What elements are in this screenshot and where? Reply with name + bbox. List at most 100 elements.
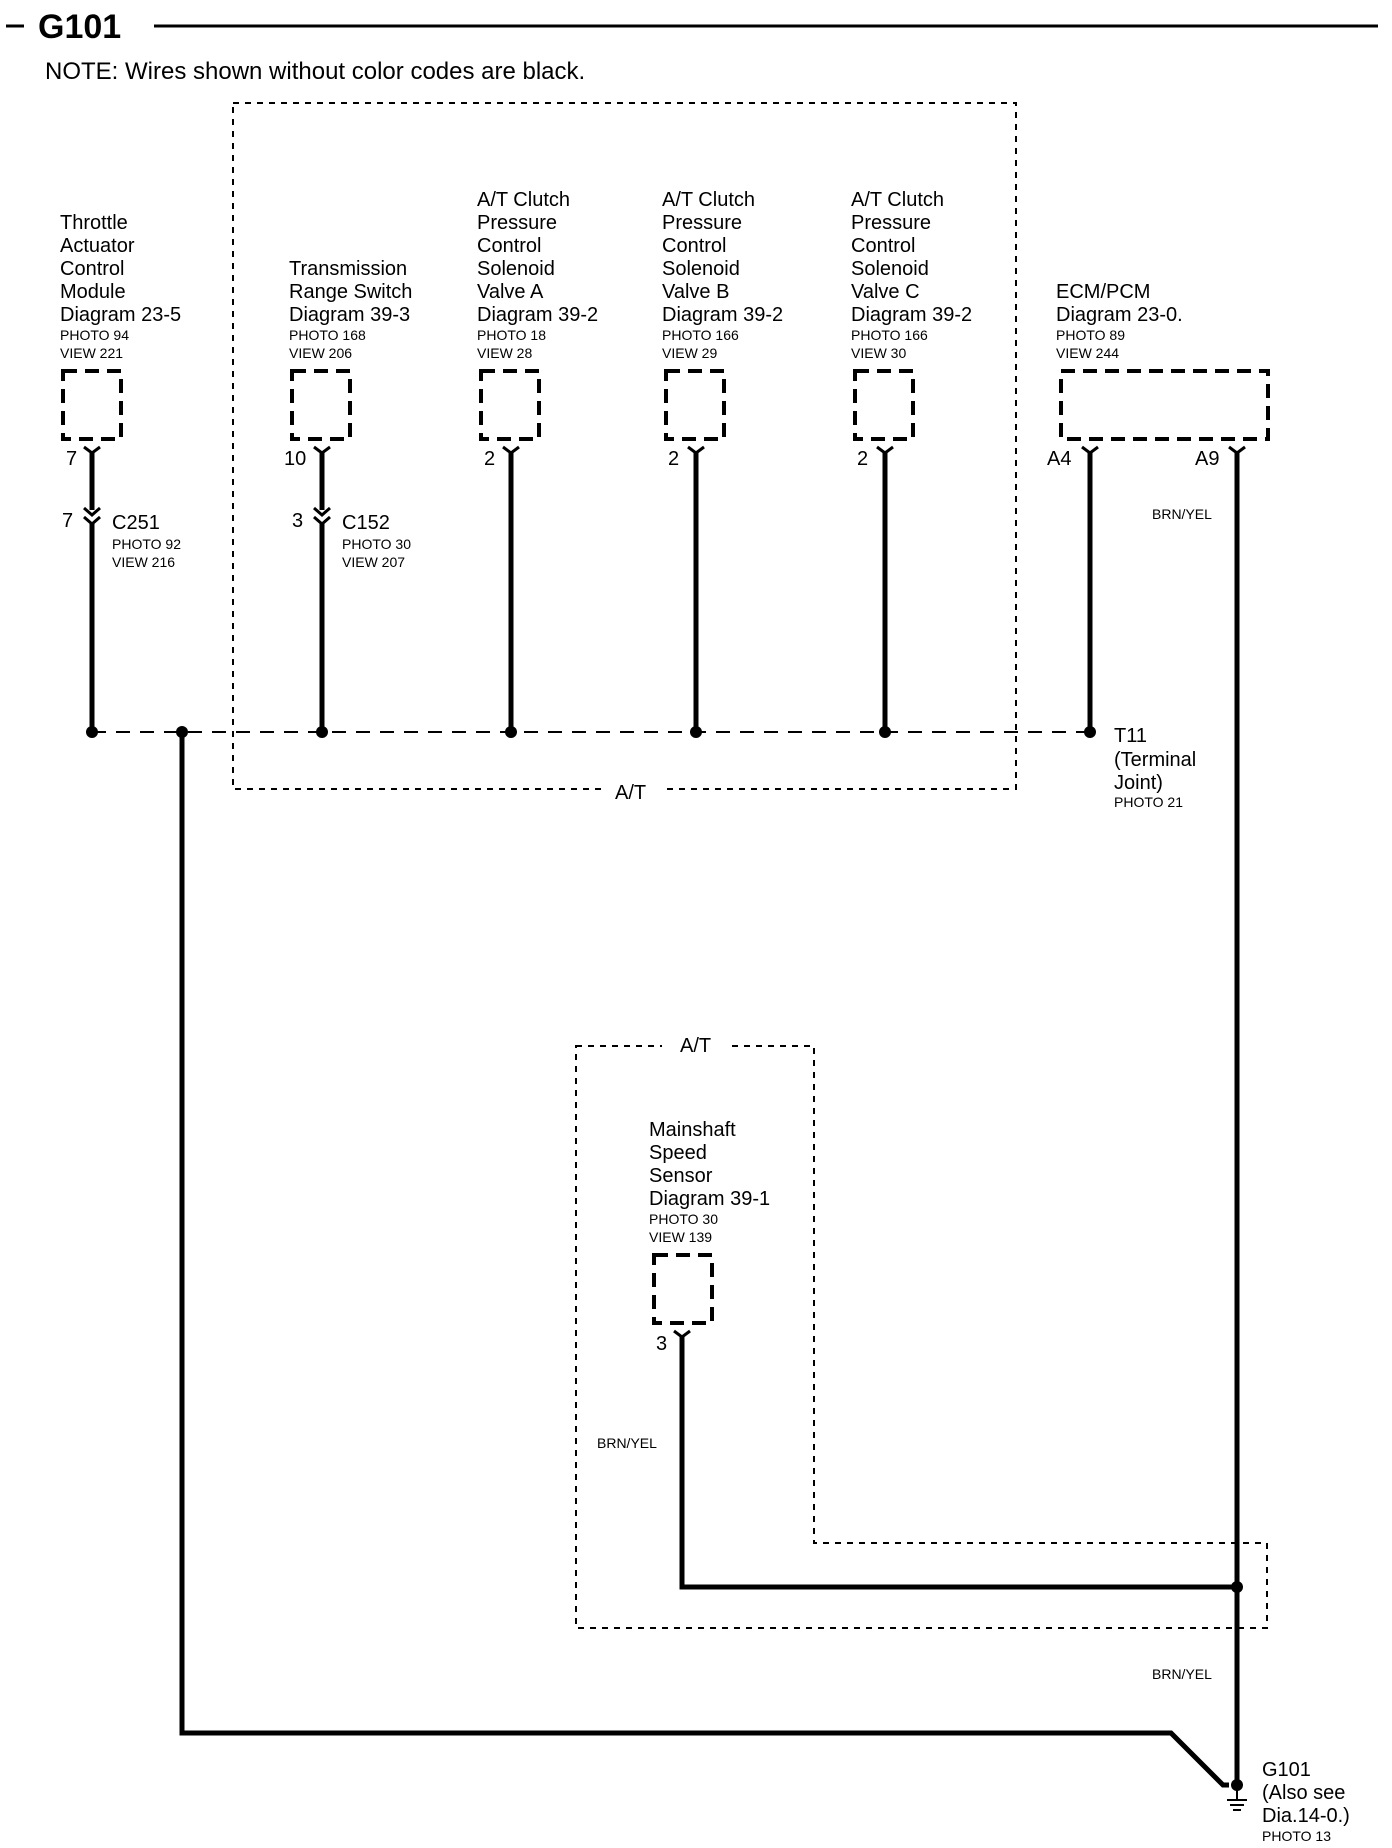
t11-photo: PHOTO 21 [1114, 794, 1183, 810]
trs-label-1: Transmission [289, 258, 407, 280]
ground-wire-color: BRN/YEL [1152, 1666, 1212, 1682]
joint-dot-ecm [1084, 726, 1096, 738]
trs-pin-fork [313, 445, 331, 455]
joint-dot-throttle [86, 726, 98, 738]
valve-c-pin-fork [876, 445, 894, 455]
t11-label-1: T11 [1114, 725, 1147, 747]
valve-c-label-3: Control [851, 235, 915, 257]
valve-c-connector-box [853, 369, 915, 441]
throttle-photo: PHOTO 94 [60, 327, 129, 343]
ground-symbol [1227, 1790, 1247, 1811]
valve-c-photo: PHOTO 166 [851, 327, 928, 343]
trs-view: VIEW 206 [289, 345, 352, 361]
t11-label-2: (Terminal [1114, 749, 1196, 771]
c251-pin: 7 [62, 510, 73, 532]
valve-c-view: VIEW 30 [851, 345, 906, 361]
valve-a-label-5: Valve A [477, 281, 544, 303]
g101-label-2: (Also see [1262, 1782, 1345, 1804]
throttle-label-3: Control [60, 258, 124, 280]
valve-c-label-5: Valve C [851, 281, 920, 303]
c251-view: VIEW 216 [112, 554, 175, 570]
valve-b-pin-fork [687, 445, 705, 455]
throttle-connector-box [61, 369, 123, 441]
trs-photo: PHOTO 168 [289, 327, 366, 343]
throttle-label-2: Actuator [60, 235, 135, 257]
valve-b-connector-box [664, 369, 726, 441]
valve-a-label-3: Control [477, 235, 541, 257]
valve-c-label-6: Diagram 39-2 [851, 304, 972, 326]
trs-connector-box [290, 369, 352, 441]
valve-b-label-3: Control [662, 235, 726, 257]
valve-b-pin: 2 [668, 448, 679, 470]
valve-b-label-5: Valve B [662, 281, 729, 303]
mainshaft-pin-fork [673, 1329, 691, 1339]
valve-a-photo: PHOTO 18 [477, 327, 546, 343]
ecm-connector-box [1059, 369, 1270, 441]
clutch-valve-c: A/T Clutch Pressure Control Solenoid Val… [851, 189, 972, 470]
at-label-bottom: A/T [680, 1035, 711, 1057]
valve-b-label-6: Diagram 39-2 [662, 304, 783, 326]
trs-label-3: Diagram 39-3 [289, 304, 410, 326]
valve-a-connector-box [479, 369, 541, 441]
ecm-pin-a9: A9 [1195, 448, 1219, 470]
g101-label-3: Dia.14-0.) [1262, 1805, 1350, 1827]
valve-b-label-4: Solenoid [662, 258, 740, 280]
valve-a-pin-fork [502, 445, 520, 455]
at-label-top-bg [604, 772, 664, 802]
clutch-valve-a: A/T Clutch Pressure Control Solenoid Val… [477, 189, 598, 470]
ecm-pin-a4: A4 [1047, 448, 1071, 470]
mainshaft-label-1: Mainshaft [649, 1119, 736, 1141]
ecm-label-2: Diagram 23-0. [1056, 304, 1183, 326]
g101-label-1: G101 [1262, 1759, 1311, 1781]
mainshaft-pin: 3 [656, 1333, 667, 1355]
joint-dot-valve-a [505, 726, 517, 738]
clutch-valve-b: A/T Clutch Pressure Control Solenoid Val… [662, 189, 783, 470]
ground-point-dot [1231, 1779, 1243, 1791]
throttle-view: VIEW 221 [60, 345, 123, 361]
t11-label-3: Joint) [1114, 772, 1163, 794]
throttle-label-4: Module [60, 281, 126, 303]
c152-name: C152 [342, 512, 390, 534]
mainshaft-view: VIEW 139 [649, 1229, 712, 1245]
valve-a-label-2: Pressure [477, 212, 557, 234]
joint-dot-valve-b [690, 726, 702, 738]
trs-pin: 10 [284, 448, 306, 470]
mainshaft-speed-sensor: Mainshaft Speed Sensor Diagram 39-1 PHOT… [649, 1119, 770, 1355]
valve-b-label-1: A/T Clutch [662, 189, 755, 211]
joint-dot-valve-c [879, 726, 891, 738]
c152-connector-symbol [313, 506, 331, 526]
c152-view: VIEW 207 [342, 554, 405, 570]
valve-a-label-4: Solenoid [477, 258, 555, 280]
a9-wire-color: BRN/YEL [1152, 506, 1212, 522]
c251-name: C251 [112, 512, 160, 534]
sensor-wire-color: BRN/YEL [597, 1435, 657, 1451]
valve-a-label-1: A/T Clutch [477, 189, 570, 211]
transmission-range-switch: Transmission Range Switch Diagram 39-3 P… [284, 258, 412, 470]
throttle-label-1: Throttle [60, 212, 128, 234]
joint-dot-trs [316, 726, 328, 738]
mainshaft-label-3: Sensor [649, 1165, 713, 1187]
mainshaft-photo: PHOTO 30 [649, 1211, 718, 1227]
mainshaft-connector-box [652, 1253, 714, 1325]
note-text: NOTE: Wires shown without color codes ar… [45, 58, 585, 85]
ecm-a9-fork [1228, 445, 1246, 455]
throttle-label-5: Diagram 23-5 [60, 304, 181, 326]
ground-return-wire [179, 732, 1229, 1788]
at-label-bottom-bg [662, 1032, 726, 1060]
valve-a-pin: 2 [484, 448, 495, 470]
at-region-bottom [575, 1045, 1268, 1629]
c251-connector-symbol [83, 506, 101, 526]
throttle-actuator-module: Throttle Actuator Control Module Diagram… [60, 212, 181, 470]
ecm-view: VIEW 244 [1056, 345, 1119, 361]
throttle-pin: 7 [66, 448, 77, 470]
valve-b-photo: PHOTO 166 [662, 327, 739, 343]
valve-c-label-2: Pressure [851, 212, 931, 234]
page-title: G101 [38, 8, 121, 46]
ecm-a4-fork [1081, 445, 1099, 455]
mainshaft-label-4: Diagram 39-1 [649, 1188, 770, 1210]
mainshaft-wire [679, 1337, 1237, 1590]
trs-label-2: Range Switch [289, 281, 412, 303]
valve-c-label-1: A/T Clutch [851, 189, 944, 211]
ecm-photo: PHOTO 89 [1056, 327, 1125, 343]
